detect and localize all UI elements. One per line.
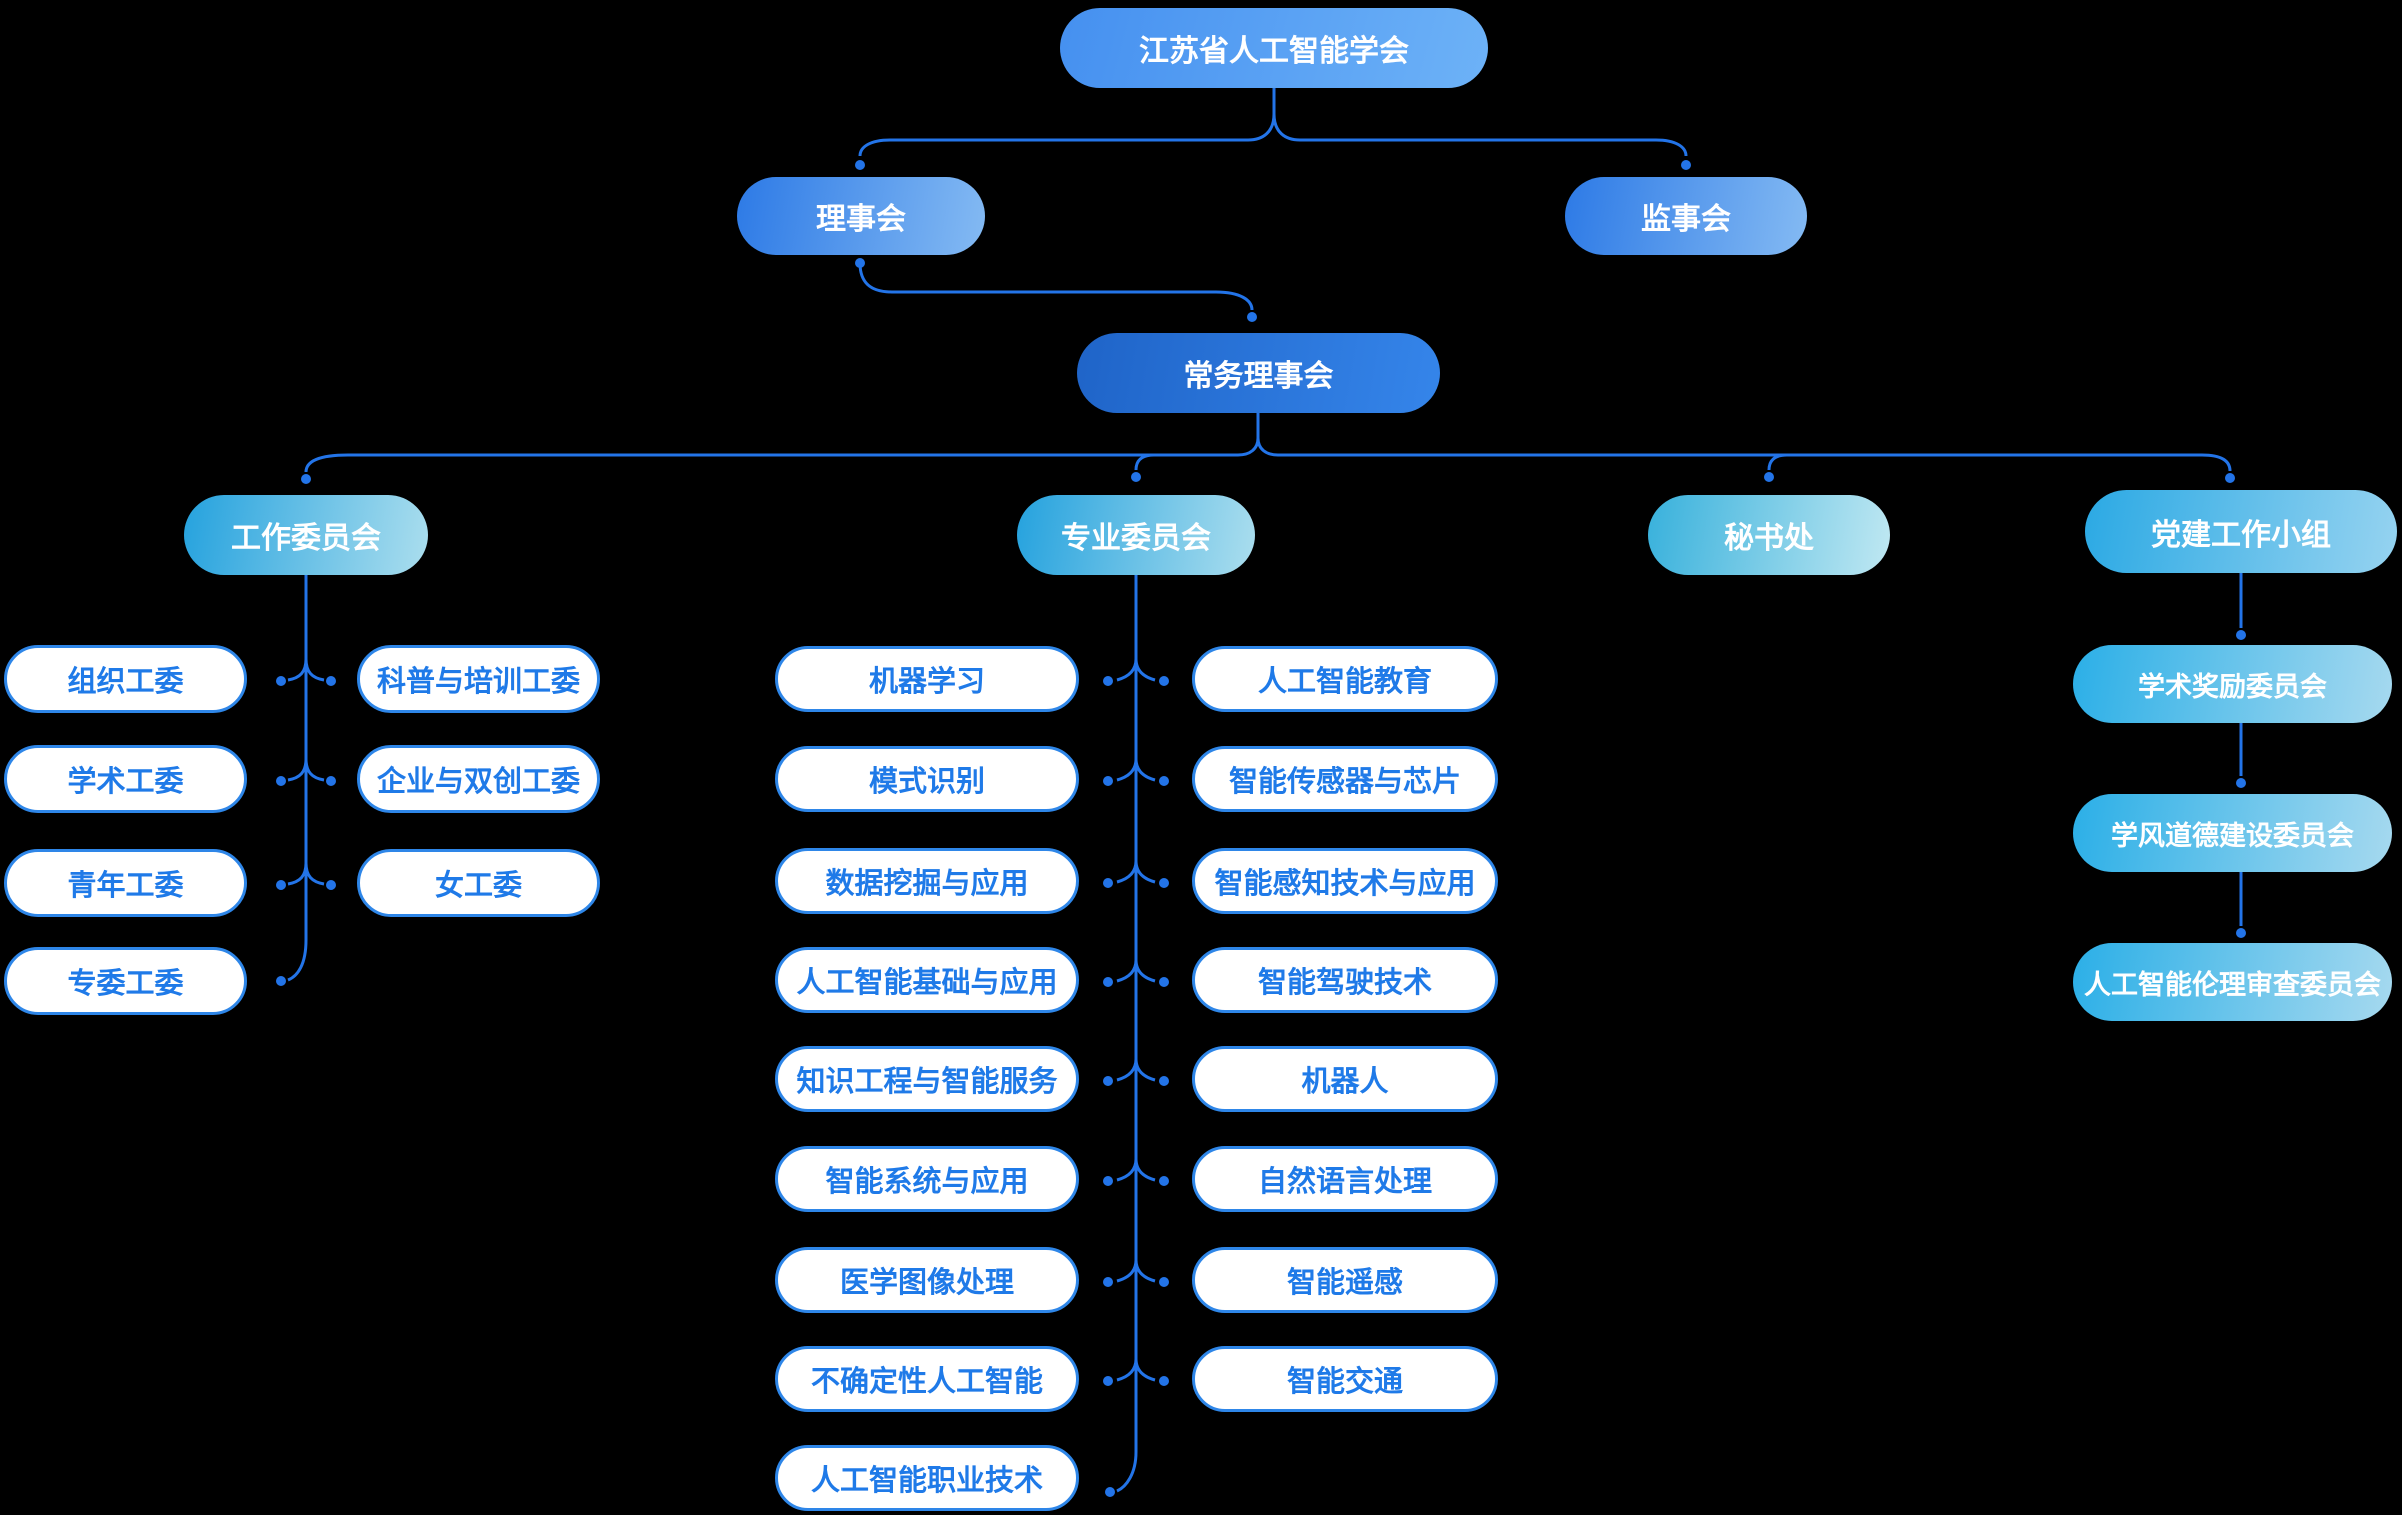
node-youth-committee: 青年工委 — [4, 849, 247, 917]
connector-dot — [326, 776, 336, 786]
node-intelligent-driving: 智能驾驶技术 — [1192, 947, 1498, 1013]
connector-dot — [1103, 676, 1113, 686]
connector-party-building-children — [2236, 573, 2246, 938]
connector-standing-to-branches — [301, 413, 2235, 484]
node-science-training-committee: 科普与培训工委 — [357, 645, 600, 713]
connector-dot — [1103, 1376, 1113, 1386]
connector-line — [304, 413, 2232, 473]
connector-dot — [276, 880, 286, 890]
connector-dot — [1159, 1277, 1169, 1287]
connector-dot — [1159, 676, 1169, 686]
node-organization-committee: 组织工委 — [4, 645, 247, 713]
node-women-committee: 女工委 — [357, 849, 600, 917]
connector-dot — [2236, 778, 2246, 788]
node-council: 理事会 — [737, 177, 985, 255]
node-academic-awards-committee: 学术奖励委员会 — [2073, 645, 2392, 723]
node-special-committee: 专委工委 — [4, 947, 247, 1015]
connector-dot — [1103, 1176, 1113, 1186]
node-professional-committees: 专业委员会 — [1017, 495, 1255, 575]
connector-dot — [2225, 473, 2235, 483]
node-academic-committee: 学术工委 — [4, 745, 247, 813]
node-party-building-group: 党建工作小组 — [2085, 490, 2397, 573]
connector-dot — [855, 160, 865, 170]
node-work-committees: 工作委员会 — [184, 495, 428, 575]
connector-line — [858, 262, 1254, 311]
node-smart-sensors-chips: 智能传感器与芯片 — [1192, 746, 1498, 812]
connector-dot — [1764, 472, 1774, 482]
node-intelligent-remote-sensing: 智能遥感 — [1192, 1247, 1498, 1313]
connector-dot — [276, 976, 286, 986]
node-machine-learning: 机器学习 — [775, 646, 1079, 712]
node-intelligent-perception: 智能感知技术与应用 — [1192, 848, 1498, 914]
connector-dot — [276, 776, 286, 786]
node-medical-image-processing: 医学图像处理 — [775, 1247, 1079, 1313]
node-academic-ethics-committee: 学风道德建设委员会 — [2073, 794, 2392, 872]
connector-professional-committee-children — [1103, 575, 1169, 1497]
connector-dot — [855, 258, 865, 268]
connector-work-committee-children — [276, 575, 336, 986]
node-intelligent-systems: 智能系统与应用 — [775, 1146, 1079, 1212]
node-ai-vocational-tech: 人工智能职业技术 — [775, 1445, 1079, 1511]
connector-dot — [1159, 977, 1169, 987]
connector-dot — [2236, 928, 2246, 938]
connector-dot — [1105, 1487, 1115, 1497]
node-uncertain-ai: 不确定性人工智能 — [775, 1346, 1079, 1412]
connector-dot — [326, 880, 336, 890]
connector-dot — [1247, 312, 1257, 322]
node-enterprise-innovation-committee: 企业与双创工委 — [357, 745, 600, 813]
node-data-mining: 数据挖掘与应用 — [775, 848, 1079, 914]
node-robotics: 机器人 — [1192, 1046, 1498, 1112]
connector-line — [1116, 575, 1156, 1493]
connector-dot — [1103, 878, 1113, 888]
connector-dot — [276, 676, 286, 686]
node-supervisory-board: 监事会 — [1565, 177, 1807, 255]
connector-dot — [1103, 977, 1113, 987]
node-pattern-recognition: 模式识别 — [775, 746, 1079, 812]
connector-dot — [2236, 630, 2246, 640]
connector-dot — [1131, 472, 1141, 482]
connector-dot — [1159, 1076, 1169, 1086]
node-secretariat: 秘书处 — [1648, 495, 1890, 575]
node-standing-council: 常务理事会 — [1077, 333, 1440, 413]
connector-dot — [1103, 1277, 1113, 1287]
connector-dot — [301, 474, 311, 484]
connector-dot — [1681, 160, 1691, 170]
connector-dot — [326, 676, 336, 686]
connector-dot — [1103, 1076, 1113, 1086]
node-ai-ethics-review-committee: 人工智能伦理审查委员会 — [2073, 943, 2392, 1021]
connector-line — [858, 88, 1688, 157]
connector-root-to-level2 — [855, 88, 1691, 170]
connector-council-to-standing — [855, 258, 1257, 322]
node-jiangsu-ai-society: 江苏省人工智能学会 — [1060, 8, 1488, 88]
node-intelligent-transportation: 智能交通 — [1192, 1346, 1498, 1412]
connector-line — [287, 575, 325, 982]
connector-dot — [1159, 1376, 1169, 1386]
connector-dot — [1159, 1176, 1169, 1186]
node-knowledge-engineering: 知识工程与智能服务 — [775, 1046, 1079, 1112]
node-nlp: 自然语言处理 — [1192, 1146, 1498, 1212]
connector-dot — [1159, 878, 1169, 888]
connector-dot — [1103, 776, 1113, 786]
node-ai-education: 人工智能教育 — [1192, 646, 1498, 712]
node-ai-foundations: 人工智能基础与应用 — [775, 947, 1079, 1013]
connector-dot — [1159, 776, 1169, 786]
